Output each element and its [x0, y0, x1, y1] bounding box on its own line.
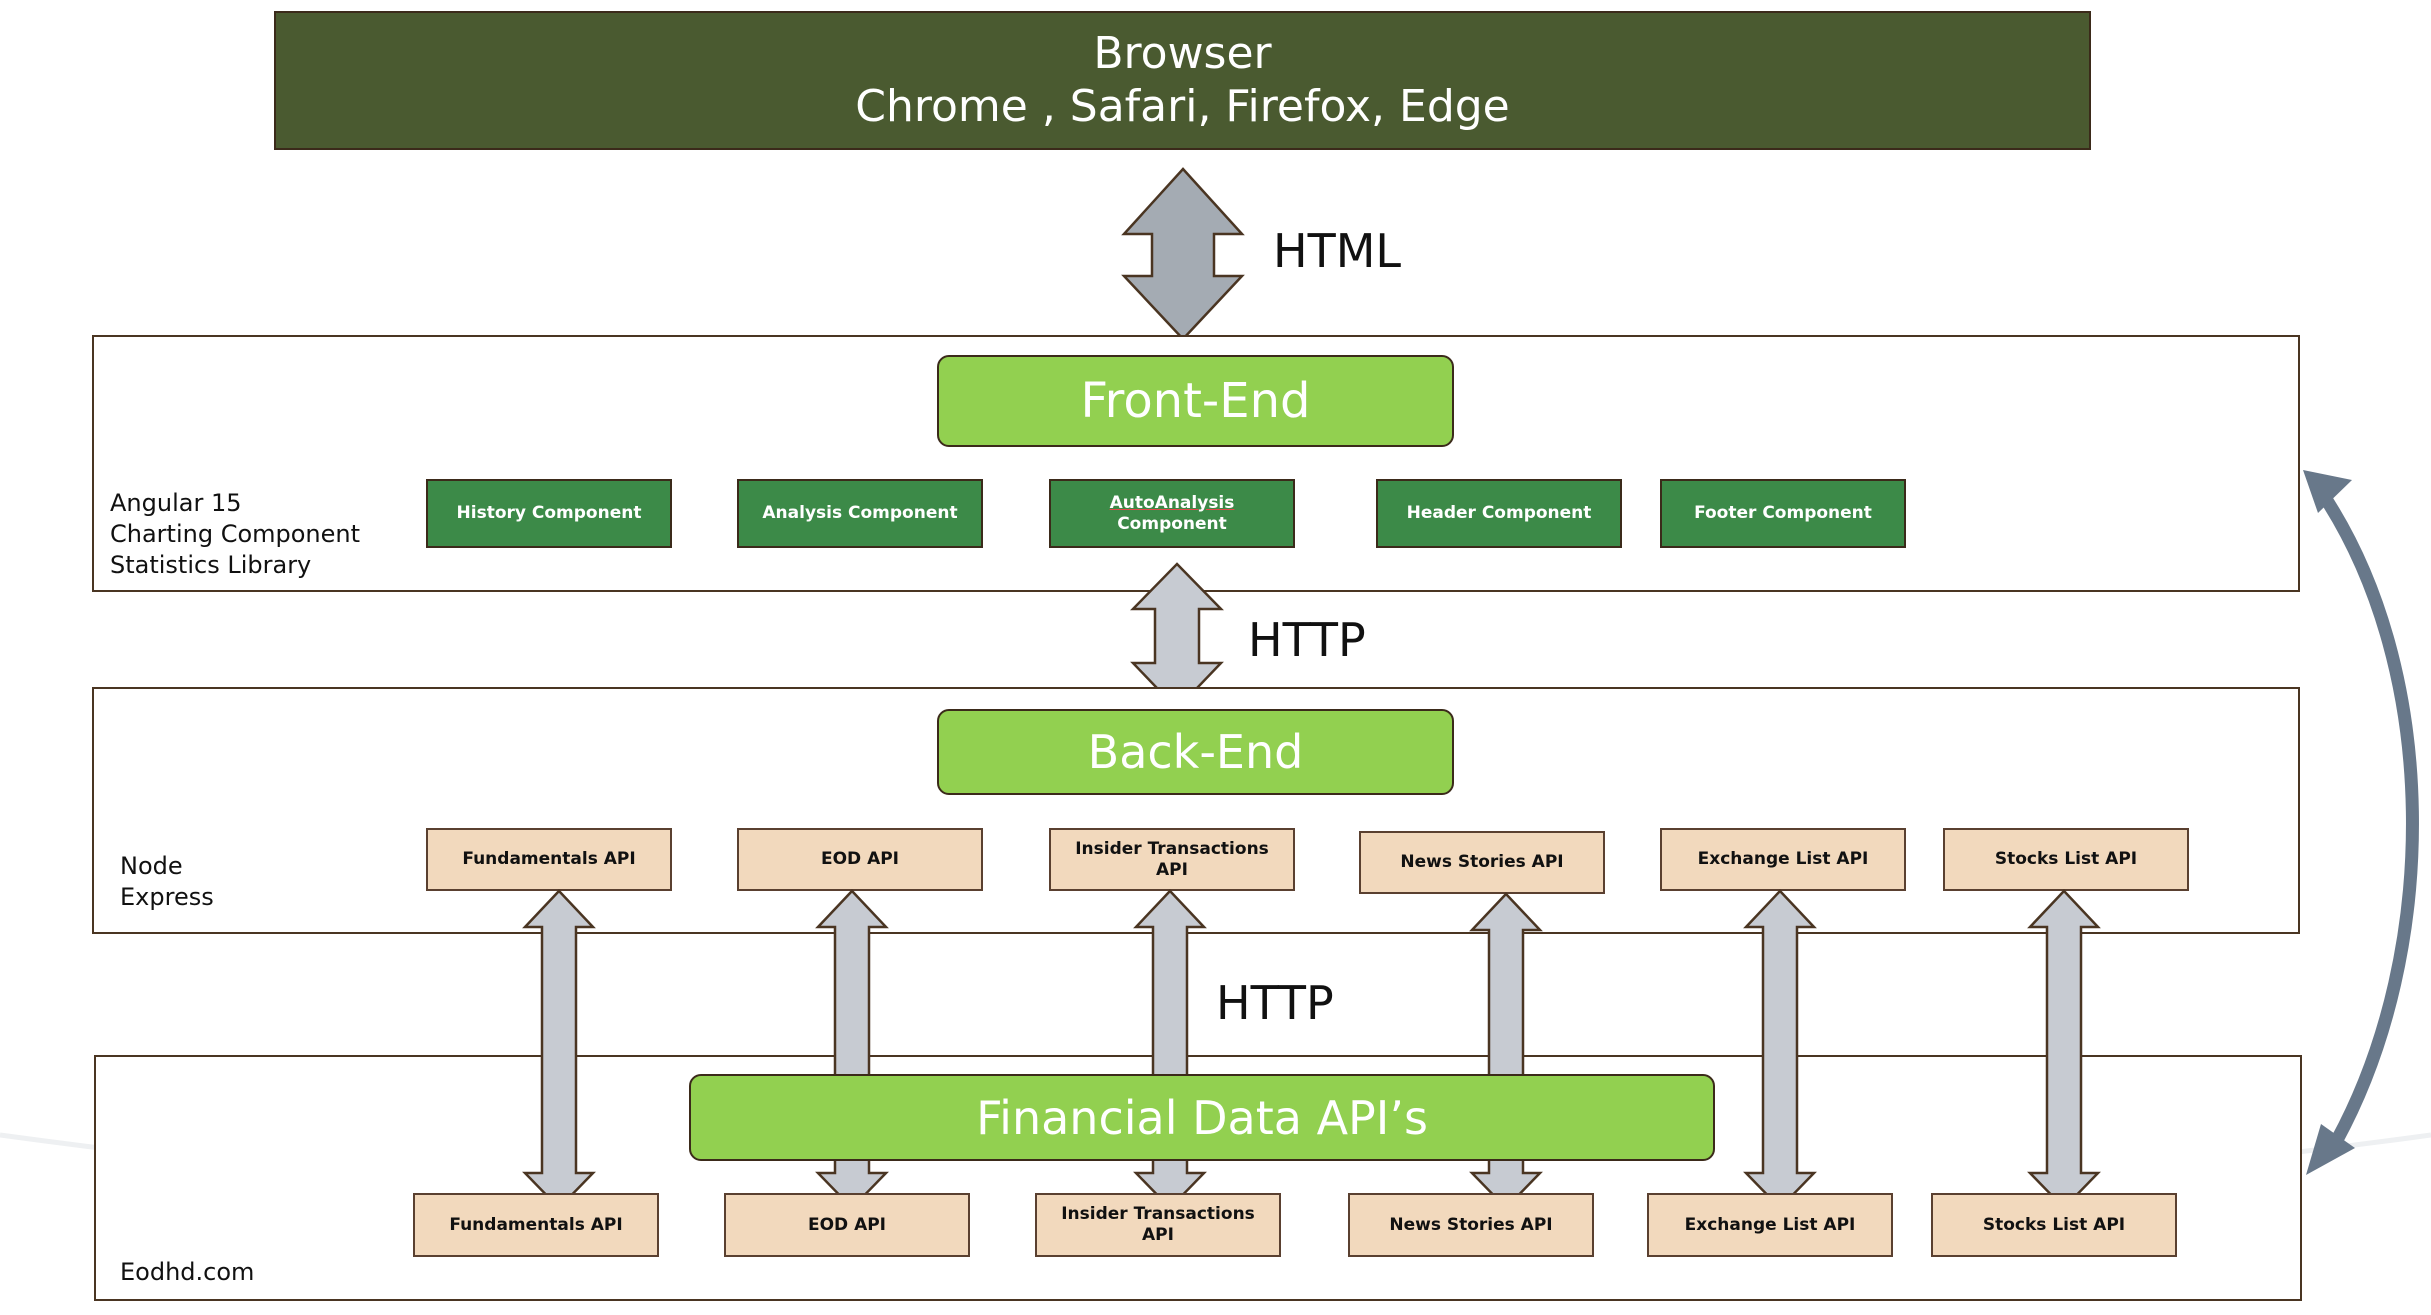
backend-stack: Node Express — [120, 851, 214, 913]
backend-api-fundamentals: Fundamentals API — [426, 828, 672, 891]
provider-api-news-stories: News Stories API — [1348, 1193, 1594, 1257]
provider-api-fundamentals: Fundamentals API — [413, 1193, 659, 1257]
provider-api-exchange-list: Exchange List API — [1647, 1193, 1893, 1257]
backend-api-exchange-list: Exchange List API — [1660, 828, 1906, 891]
header-component: Header Component — [1376, 479, 1622, 548]
backend-api-insider-transactions: Insider Transactions API — [1049, 828, 1295, 891]
browser-title: Browser — [1093, 27, 1272, 79]
analysis-component: Analysis Component — [737, 479, 983, 548]
frontend-stack: Angular 15 Charting Component Statistics… — [110, 488, 360, 581]
browser-box: Browser Chrome , Safari, Firefox, Edge — [274, 11, 2091, 150]
autoanalysis-line1: AutoAnalysis — [1109, 492, 1235, 513]
autoanalysis-component: AutoAnalysis Component — [1049, 479, 1295, 548]
stack-item: Angular 15 — [110, 489, 242, 517]
provider-name: Eodhd.com — [120, 1258, 255, 1286]
html-label: HTML — [1273, 224, 1402, 278]
provider-api-stocks-list: Stocks List API — [1931, 1193, 2177, 1257]
autoanalysis-line2: Component — [1117, 513, 1227, 534]
stack-item: Express — [120, 883, 214, 911]
stack-item: Statistics Library — [110, 551, 312, 579]
backend-title: Back-End — [937, 709, 1454, 795]
provider-api-eod: EOD API — [724, 1193, 970, 1257]
provider-api-insider-transactions: Insider Transactions API — [1035, 1193, 1281, 1257]
footer-component: Footer Component — [1660, 479, 1906, 548]
stack-item: Node — [120, 852, 183, 880]
history-component: History Component — [426, 479, 672, 548]
backend-api-news-stories: News Stories API — [1359, 831, 1605, 894]
frontend-title: Front-End — [937, 355, 1454, 447]
financial-data-apis-title: Financial Data API’s — [689, 1074, 1715, 1161]
browser-list: Chrome , Safari, Firefox, Edge — [855, 80, 1510, 132]
backend-api-eod: EOD API — [737, 828, 983, 891]
http-label-bottom: HTTP — [1216, 976, 1334, 1030]
stack-item: Charting Component — [110, 520, 361, 548]
backend-api-stocks-list: Stocks List API — [1943, 828, 2189, 891]
http-label-top: HTTP — [1248, 613, 1366, 667]
